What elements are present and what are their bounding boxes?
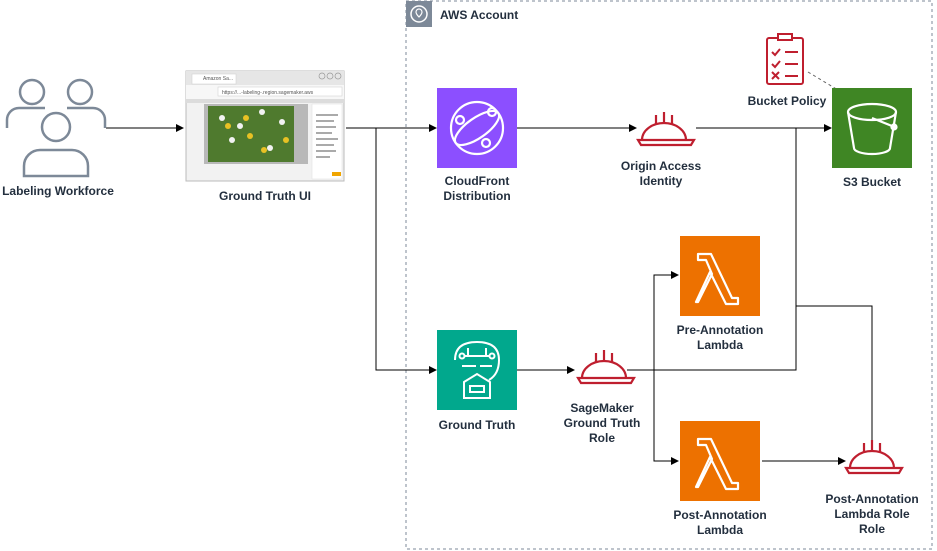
bucket-policy-checklist-icon: [766, 33, 804, 85]
people-icon: [5, 78, 107, 178]
post-lambda-role-label: Post-Annotation Lambda Role Role: [825, 492, 919, 536]
account-location-icon: [410, 5, 428, 23]
s3-bucket-icon: [832, 88, 912, 168]
edge-smrole-post: [653, 370, 679, 465]
edge-policy-s3: [807, 71, 839, 91]
oai-helmet-icon: [636, 112, 696, 147]
pre-annotation-lambda-icon: [680, 236, 760, 316]
edge-postrole-s3: [796, 305, 873, 447]
sagemaker-role-helmet-icon: [576, 350, 636, 385]
browser-url-text: https://...-labeling-.region.sagemaker.a…: [222, 90, 314, 96]
post-annotation-lambda-label: Post-Annotation Lambda: [673, 508, 767, 537]
post-lambda-role-helmet-icon: [844, 440, 904, 475]
edge-smrole-pre: [627, 271, 679, 371]
aws-account-boundary: [405, 0, 933, 550]
oai-label: Origin Access Identity: [620, 159, 702, 188]
bucket-policy-label: Bucket Policy: [747, 94, 827, 108]
cloudfront-icon: [437, 88, 517, 168]
s3-bucket-label: S3 Bucket: [842, 175, 902, 189]
browser-tab-text: Amazon Sa...: [203, 76, 233, 82]
edge-ui-groundtruth: [375, 128, 437, 374]
aws-account-title: AWS Account: [440, 8, 519, 22]
ground-truth-ui-screenshot: [185, 70, 345, 182]
post-annotation-lambda-icon: [680, 421, 760, 501]
cloudfront-label: CloudFront Distribution: [443, 174, 511, 203]
sagemaker-role-label: SageMaker Ground Truth Role: [563, 401, 641, 445]
labeling-workforce-label: Labeling Workforce: [2, 184, 114, 198]
ground-truth-ui-label: Ground Truth UI: [219, 189, 311, 203]
connectors: [106, 71, 873, 465]
pre-annotation-lambda-label: Pre-Annotation Lambda: [676, 323, 764, 352]
edge-smrole-s3: [654, 128, 797, 371]
ground-truth-icon: [437, 330, 517, 410]
ground-truth-label: Ground Truth: [438, 418, 516, 432]
